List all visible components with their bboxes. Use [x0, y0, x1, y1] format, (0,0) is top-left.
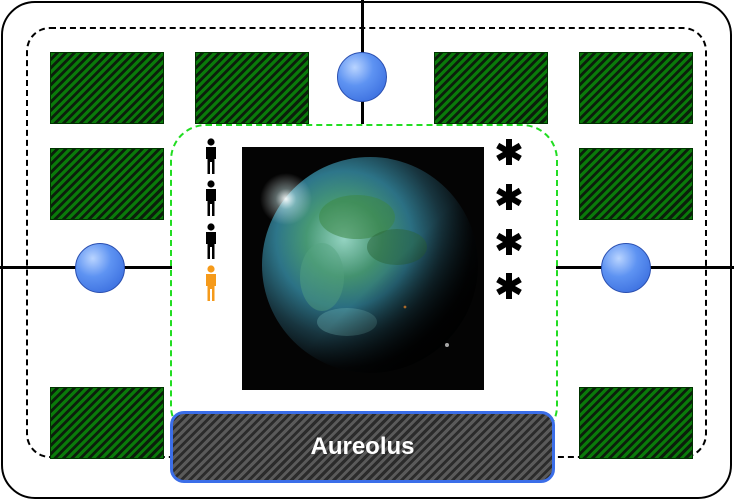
planet-image[interactable]	[242, 147, 484, 390]
slot-tile[interactable]	[579, 387, 693, 459]
hyperlane-node-icon[interactable]	[75, 243, 125, 293]
planet-globe-icon	[242, 147, 484, 390]
planet-name-button[interactable]: Aureolus	[170, 411, 555, 483]
person-icon	[206, 223, 216, 259]
hyperlane-node-icon[interactable]	[601, 243, 651, 293]
population-column	[203, 138, 223, 308]
asterisk-star-icon	[496, 229, 522, 255]
slot-tile[interactable]	[50, 52, 164, 124]
slot-tile[interactable]	[434, 52, 548, 124]
slot-tile[interactable]	[195, 52, 309, 124]
person-icon	[206, 180, 216, 216]
asterisk-star-icon	[496, 139, 522, 165]
slot-tile[interactable]	[579, 148, 693, 220]
person-icon	[206, 138, 216, 174]
hyperlane-node-icon[interactable]	[337, 52, 387, 102]
slot-tile[interactable]	[50, 148, 164, 220]
slot-tile[interactable]	[50, 387, 164, 459]
asterisk-star-icon	[496, 184, 522, 210]
asterisk-star-icon	[496, 273, 522, 299]
person-icon-highlighted	[206, 265, 216, 301]
planet-name-label: Aureolus	[310, 433, 415, 460]
resource-column	[494, 137, 526, 303]
slot-tile[interactable]	[579, 52, 693, 124]
